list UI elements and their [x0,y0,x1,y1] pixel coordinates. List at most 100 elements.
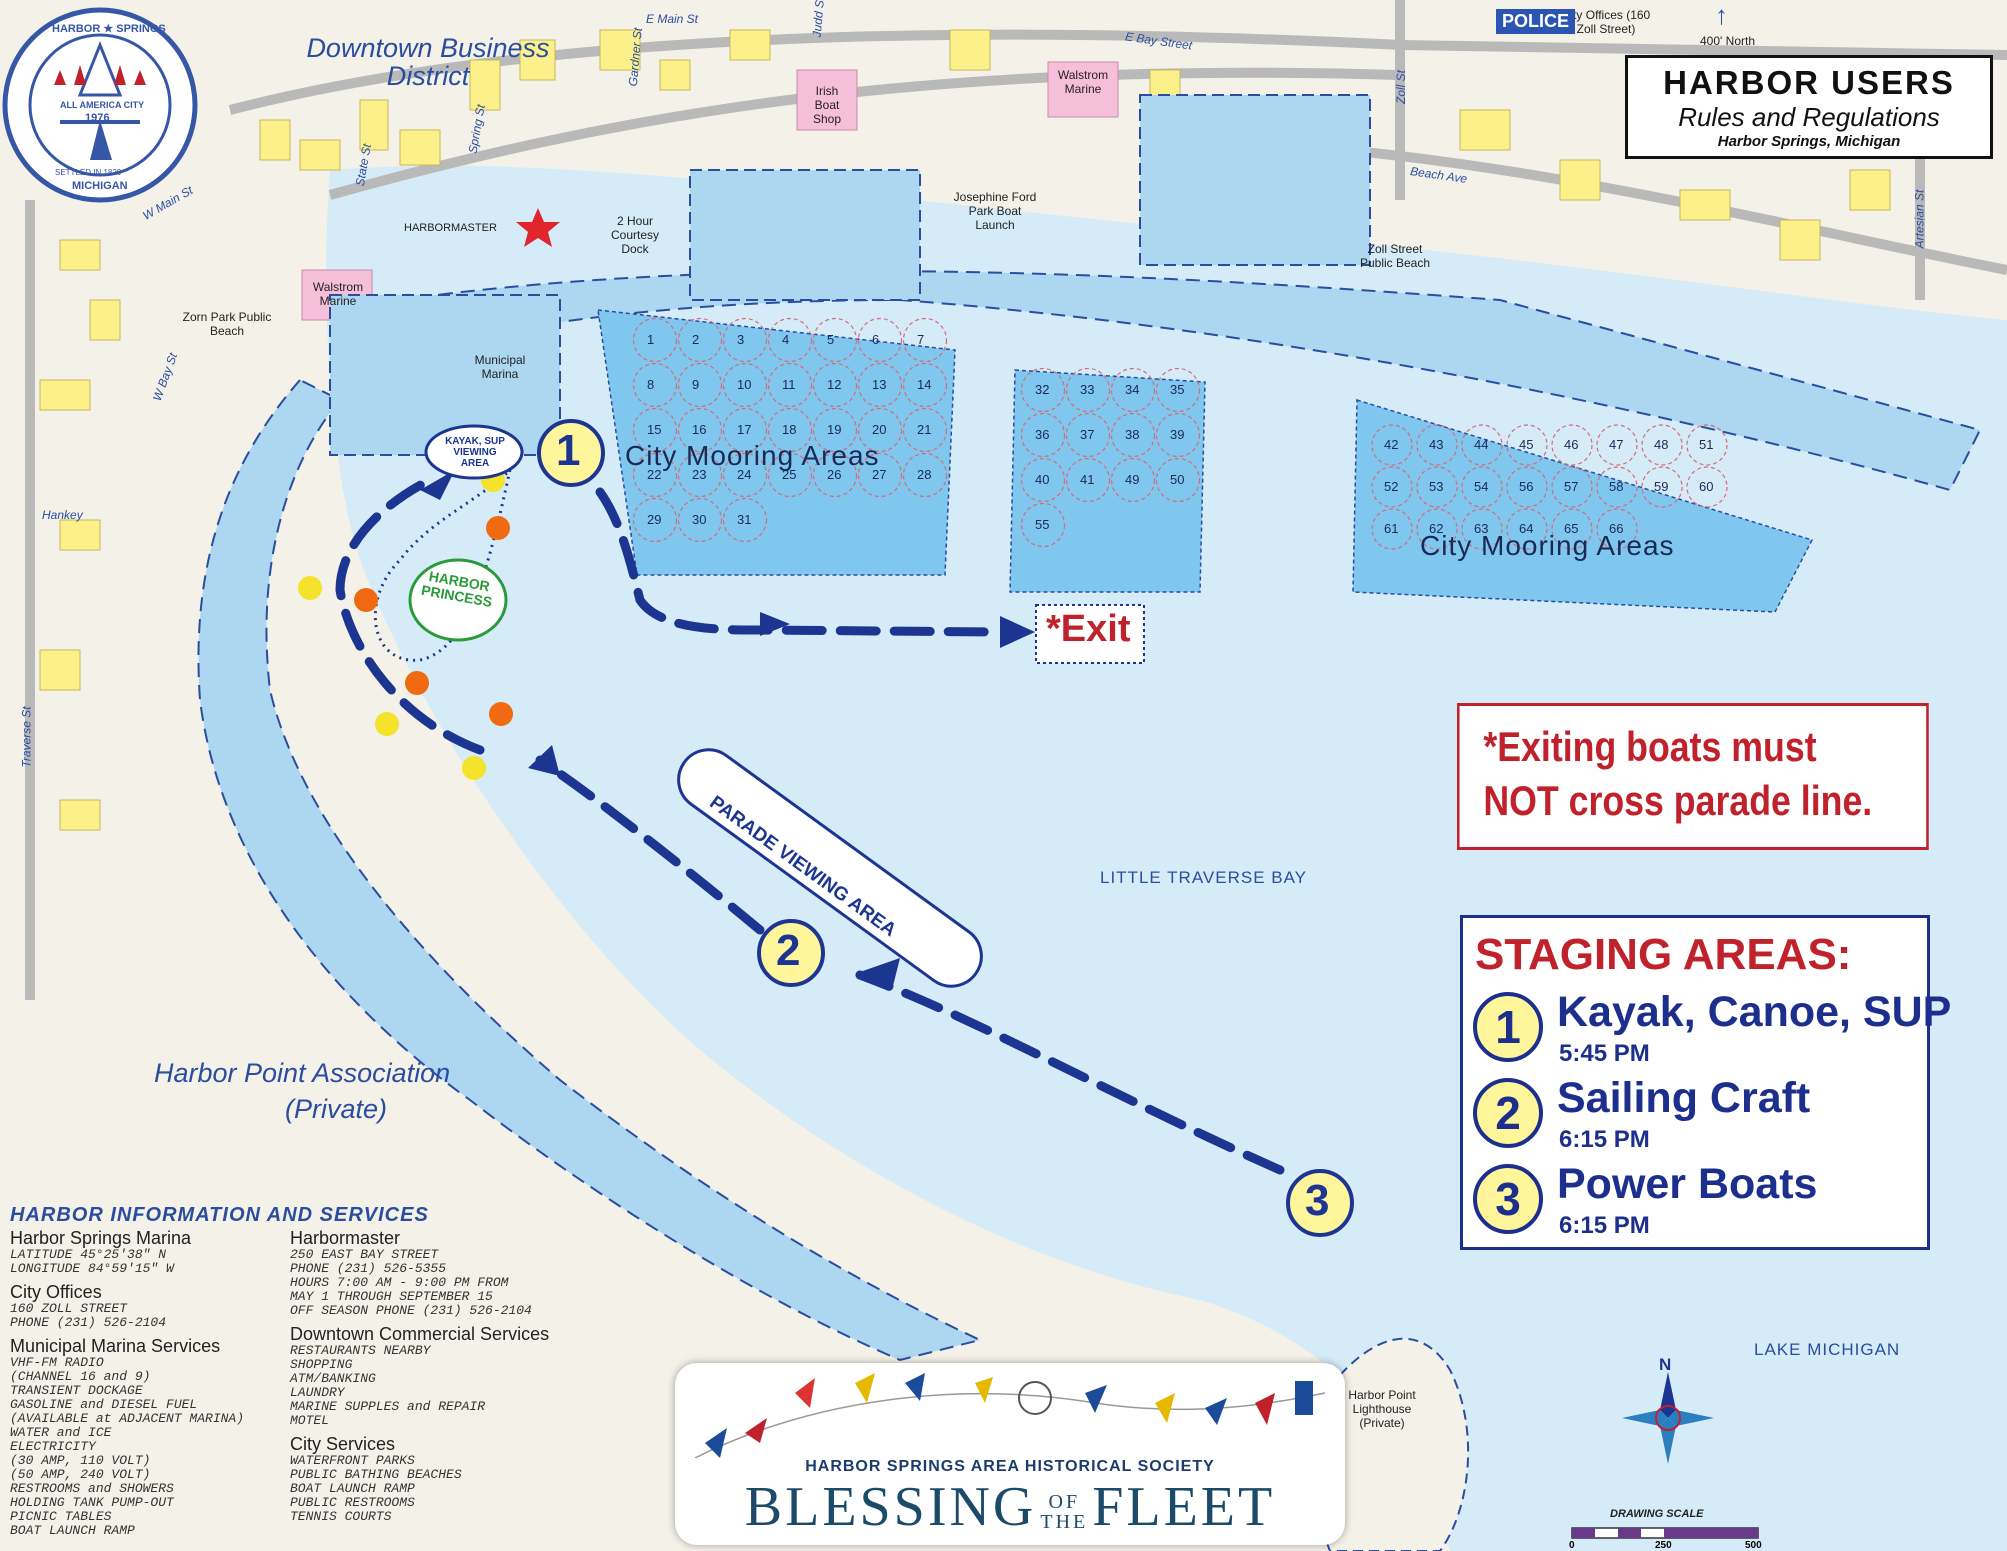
mooring-circle [1461,508,1503,550]
mooring-circle [1065,412,1111,458]
mooring-circle [1371,508,1413,550]
mooring-circle [902,407,948,453]
mooring-number: 9 [692,377,700,392]
mooring-number: 37 [1080,427,1095,442]
mooring-area-label-1: City Mooring Areas [625,440,880,471]
info-line: ELECTRICITY [10,1439,96,1454]
mooring-circle [632,362,678,408]
harbor-point-label: Harbor Point Association [154,1058,451,1088]
info-line: (AVAILABLE at ADJACENT MARINA) [10,1411,245,1426]
info-section-title: Downtown Commercial Services [290,1324,550,1344]
info-line: (30 AMP, 110 VOLT) [10,1453,151,1468]
mooring-number: 29 [647,512,662,527]
mooring-number: 18 [782,422,797,437]
info-line: PHONE (231) 526-5355 [290,1261,447,1276]
mooring-circle [722,497,768,543]
staging-areas-box: STAGING AREAS: 1 Kayak, Canoe, SUP 5:45 … [1460,915,1951,1250]
mooring-number: 22 [647,467,662,482]
mooring-circle [857,317,903,363]
city-seal-icon [2,7,198,203]
downtown-label: Downtown Business District [306,33,550,91]
info-line: SHOPPING [290,1357,353,1372]
blessing-of-the-fleet-logo: HARBOR SPRINGS AREA HISTORICAL SOCIETY B… [675,1363,1345,1545]
mooring-circle [1155,457,1201,503]
mooring-number: 19 [827,422,842,437]
mooring-number: 38 [1125,427,1140,442]
mooring-number: 41 [1080,472,1095,487]
mooring-circle [677,452,723,498]
mooring-circle [812,452,858,498]
walstrom-right-label: Walstrom Marine [1057,68,1109,96]
info-line: WATERFRONT PARKS [290,1453,415,1468]
mooring-number: 66 [1609,521,1624,536]
mooring-circle [902,362,948,408]
mooring-number: 20 [872,422,887,437]
mooring-circle [1686,424,1728,466]
mooring-number: 42 [1384,437,1399,452]
mooring-circle [632,317,678,363]
mooring-number: 12 [827,377,842,392]
mooring-number: 35 [1170,382,1185,397]
lighthouse-label: Harbor Point Lighthouse (Private) [1348,1388,1416,1430]
mooring-circle [722,362,768,408]
mooring-number: 31 [737,512,752,527]
seal-bottom-text: MICHIGAN [72,180,128,192]
mooring-circle [1065,367,1111,413]
mooring-circle [1020,457,1066,503]
mooring-circle [902,452,948,498]
mooring-circle [632,497,678,543]
josephine-label: Josephine Ford Park Boat Launch [953,190,1037,232]
of-word: OF [1048,1491,1081,1514]
mooring-circle [767,452,813,498]
info-line: (CHANNEL 16 and 9) [10,1369,151,1384]
buoys [298,468,513,780]
mooring-circle [722,452,768,498]
mooring-number: 16 [692,422,707,437]
mooring-number: 63 [1474,521,1489,536]
mooring-number: 27 [872,467,887,482]
walstrom-left-label: Walstrom Marine [312,280,364,308]
info-line: TENNIS COURTS [290,1509,392,1524]
buoy-yellow [298,576,322,600]
info-section-title: Municipal Marina Services [10,1336,221,1356]
street-label: Traverse St [19,706,34,768]
harbor-info-heading: HARBOR INFORMATION AND SERVICES [10,1204,429,1226]
info-line: RESTAURANTS NEARBY [290,1343,431,1358]
mooring-number: 46 [1564,437,1579,452]
mooring-field-a [597,309,956,576]
compass-north-label: N [1659,1355,1672,1374]
buoy-orange [354,588,378,612]
scale-tick: 500 [1745,1540,1762,1551]
mooring-circle [677,407,723,453]
mooring-field-c [1352,398,1814,613]
mooring-number: 30 [692,512,707,527]
buoy-orange [486,516,510,540]
mooring-circle [1506,508,1548,550]
mooring-circle [812,362,858,408]
mooring-circle [767,407,813,453]
info-line: LONGITUDE 84°59'15" W [10,1261,174,1276]
mooring-circle [857,407,903,453]
warning-line1: *Exiting boats must [1483,723,1817,770]
parade-route [335,475,1285,1175]
info-line: WATER and ICE [10,1425,112,1440]
mooring-circle [857,452,903,498]
mooring-circle [857,362,903,408]
info-line: LATITUDE 45°25'38" N [10,1247,167,1262]
info-line: OFF SEASON PHONE (231) 526-2104 [290,1303,532,1318]
mooring-number: 59 [1654,479,1669,494]
mooring-number: 23 [692,467,707,482]
title-main: HARBOR USERS [1663,64,1955,101]
mooring-number: 57 [1564,479,1579,494]
mooring-number: 26 [827,467,842,482]
mooring-circle [1551,466,1593,508]
irish-boat-label: Irish Boat Shop [812,84,842,126]
mooring-circle [1110,457,1156,503]
staging-time: 5:45 PM [1559,1040,1650,1067]
mooring-number: 15 [647,422,662,437]
info-line: PUBLIC RESTROOMS [290,1495,415,1510]
mooring-number: 55 [1035,517,1050,532]
